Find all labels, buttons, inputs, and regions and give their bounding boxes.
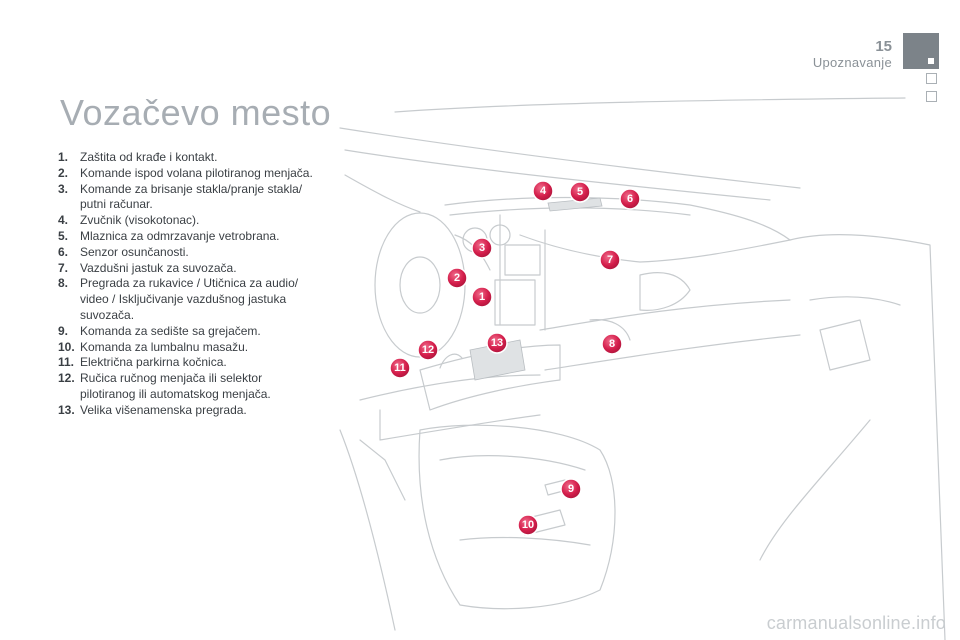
callout-6: 6 <box>619 188 641 210</box>
callout-3: 3 <box>471 237 493 259</box>
callout-2: 2 <box>446 267 468 289</box>
legend-list: 1. Zaštita od krađe i kontakt. 2. Komande … <box>58 150 320 419</box>
page-title: Vozačevo mesto <box>60 92 332 133</box>
legend-item: 1. Zaštita od krađe i kontakt. <box>58 150 320 166</box>
legend-text: Električna parkirna kočnica. <box>80 355 227 370</box>
callout-10: 10 <box>517 514 539 536</box>
section-tab-dot <box>928 58 934 64</box>
svg-text:10: 10 <box>522 519 534 531</box>
legend-text: Zaštita od krađe i kontakt. <box>80 150 218 164</box>
svg-text:12: 12 <box>422 344 434 356</box>
legend-number: 2. <box>58 165 69 180</box>
svg-text:11: 11 <box>394 362 406 374</box>
legend-text: Komande ispod volana pilotiranog menjača… <box>80 165 313 180</box>
svg-text:5: 5 <box>577 186 583 198</box>
legend-text: Komanda za lumbalnu masažu. <box>80 339 249 354</box>
svg-text:1: 1 <box>479 291 485 303</box>
callout-9: 9 <box>560 478 582 500</box>
callout-1: 1 <box>471 286 493 308</box>
svg-text:6: 6 <box>627 193 633 205</box>
legend-number: 13. <box>58 402 75 417</box>
legend-number: 8. <box>58 276 69 291</box>
legend-number: 7. <box>58 260 69 275</box>
legend-text: Senzor osunčanosti. <box>80 244 189 259</box>
svg-text:2: 2 <box>454 272 460 284</box>
svg-text:13: 13 <box>491 337 503 349</box>
legend-text: Zvučnik (visokotonac). <box>80 213 200 228</box>
callout-5: 5 <box>569 181 591 203</box>
legend-item: 7. Vazdušni jastuk za suvozača. <box>58 261 320 277</box>
legend-text: Vazdušni jastuk za suvozača. <box>80 260 237 275</box>
legend-number: 6. <box>58 244 69 259</box>
legend-number: 10. <box>58 339 75 354</box>
cockpit-illustration: 1 2 3 4 5 6 7 8 9 10 11 12 13 <box>339 97 946 640</box>
svg-text:3: 3 <box>479 242 485 254</box>
legend-item: 6. Senzor osunčanosti. <box>58 245 320 261</box>
legend-text: Ručica ručnog menjača ili selektor pilot… <box>80 371 271 401</box>
svg-text:4: 4 <box>540 185 547 197</box>
svg-text:8: 8 <box>609 338 615 350</box>
legend-item: 4. Zvučnik (visokotonac). <box>58 213 320 229</box>
legend-item: 9. Komanda za sedište sa grejačem. <box>58 324 320 340</box>
section-tab-empty <box>926 73 937 84</box>
legend-item: 10. Komanda za lumbalnu masažu. <box>58 340 320 356</box>
legend-number: 1. <box>58 150 69 164</box>
legend-number: 4. <box>58 213 69 228</box>
callout-7: 7 <box>599 249 621 271</box>
callout-12: 12 <box>417 339 439 361</box>
legend-item: 5. Mlaznica za odmrzavanje vetrobrana. <box>58 229 320 245</box>
legend-text: Velika višenamenska pregrada. <box>80 402 247 417</box>
section-name: Upoznavanje <box>812 55 892 70</box>
callout-11: 11 <box>389 357 411 379</box>
page-number: 15 <box>875 38 892 55</box>
legend-item: 2. Komande ispod volana pilotiranog menja… <box>58 166 320 182</box>
legend-number: 11. <box>58 355 75 370</box>
callout-4: 4 <box>532 180 554 202</box>
watermark: carmanualsonline.info <box>766 613 946 633</box>
callout-13: 13 <box>486 332 508 354</box>
legend-number: 3. <box>58 181 69 196</box>
legend-text: Pregrada za rukavice / Utičnica za audio… <box>80 276 299 322</box>
callout-8: 8 <box>601 333 623 355</box>
section-tab-empty <box>926 91 937 102</box>
legend-number: 5. <box>58 228 69 243</box>
legend-text: Komande za brisanje stakla/pranje stakla… <box>80 181 303 212</box>
legend-item: 13. Velika višenamenska pregrada. <box>58 403 320 419</box>
svg-text:7: 7 <box>607 254 613 266</box>
legend-item: 12. Ručica ručnog menjača ili selektor pi… <box>58 371 320 403</box>
legend-item: 3. Komande za brisanje stakla/pranje stak… <box>58 182 320 214</box>
legend-item: 8. Pregrada za rukavice / Utičnica za aud… <box>58 276 320 323</box>
legend-text: Komanda za sedište sa grejačem. <box>80 323 261 338</box>
legend-number: 12. <box>58 371 75 386</box>
legend-item: 11. Električna parkirna kočnica. <box>58 355 320 371</box>
svg-text:9: 9 <box>568 483 574 495</box>
legend-text: Mlaznica za odmrzavanje vetrobrana. <box>80 228 280 243</box>
legend-number: 9. <box>58 323 69 338</box>
